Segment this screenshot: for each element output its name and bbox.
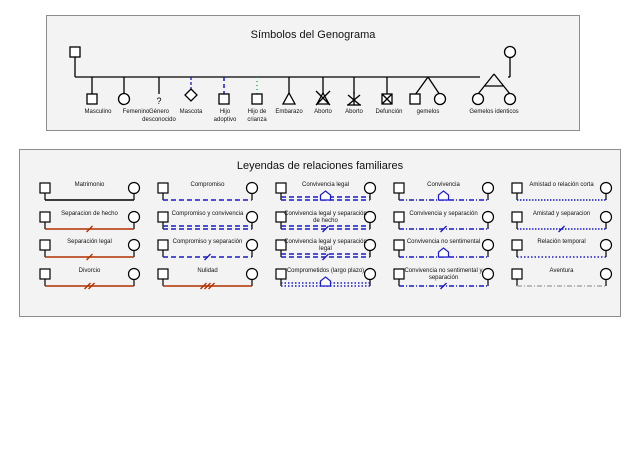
hijo-adoptivo-square-icon xyxy=(218,93,230,105)
identical-twin-left-line xyxy=(477,73,495,95)
separation-slash-mark xyxy=(322,253,329,261)
twin-left-line xyxy=(414,76,429,96)
symbol-label-mascota: Mascota xyxy=(179,109,203,115)
legends-diagram xyxy=(39,181,613,290)
mother-circle-icon xyxy=(503,45,517,59)
cohabitation-house-icon xyxy=(319,190,332,201)
symbol-label-gemelos: gemelos xyxy=(416,109,440,115)
female-circle-icon xyxy=(117,92,131,106)
identical-twin-right-line xyxy=(493,73,511,95)
separation-slash-mark xyxy=(84,282,91,290)
legend-label: Convivencia xyxy=(427,182,460,188)
pregnancy-triangle-icon xyxy=(281,91,297,105)
male-square-icon xyxy=(86,93,98,105)
cohabitation-house-icon xyxy=(437,190,450,201)
separation-slash-mark xyxy=(322,225,329,233)
legend-label: Amistad o relación corta xyxy=(529,182,594,188)
separation-slash-mark xyxy=(558,225,565,233)
legend-label: Divorcio xyxy=(78,268,101,274)
father-square-icon xyxy=(69,46,81,58)
legend-label: Amistad y separacion xyxy=(532,211,591,217)
legend-label: Aventura xyxy=(549,268,574,274)
cohabitation-house-icon xyxy=(437,247,450,258)
genogram-symbols-panel: Símbolos del Genograma ? Masculino Femeni… xyxy=(46,15,580,131)
legend-label: Compromiso xyxy=(190,182,225,188)
symbols-diagram: ? xyxy=(69,45,517,106)
legend-label: Relación temporal xyxy=(537,239,586,245)
cohabitation-house-icon xyxy=(319,276,332,287)
pet-diamond-icon xyxy=(184,88,198,102)
legends-title: Leyendas de relaciones familiares xyxy=(236,160,404,172)
legend-label: Convivencia legal xyxy=(301,182,350,188)
legend-label: Convivencia no sentimental y separación xyxy=(404,268,483,281)
legend-label: Convivencia no sentimental xyxy=(406,239,481,245)
symbol-label-masculino: Masculino xyxy=(84,109,112,115)
relationship-legends-panel: Leyendas de relaciones familiares Matrim… xyxy=(19,149,621,317)
separation-slash-mark xyxy=(88,282,95,290)
twin-circle-icon xyxy=(433,92,447,106)
legend-label: Matrimonio xyxy=(74,182,105,188)
hijo-crianza-square-icon xyxy=(251,93,263,105)
symbol-label-aborto-provocado: Aborto xyxy=(345,109,363,115)
symbol-label-genero: Género desconocido xyxy=(142,109,176,123)
identical-twin-circle-icon xyxy=(471,92,485,106)
separation-slash-mark xyxy=(86,253,93,261)
symbols-title: Símbolos del Genograma xyxy=(250,29,376,41)
legend-label: Comprometidos (largo plazo) xyxy=(286,268,365,274)
symbol-label-gemelos-identicos: Gemelos identicos xyxy=(469,109,519,115)
symbol-label-embarazo: Embarazo xyxy=(275,109,303,115)
miscarriage-cross-line xyxy=(315,90,331,106)
symbol-label-hijo-crianza: Hijo de crianza xyxy=(247,109,267,123)
separation-slash-mark xyxy=(208,282,215,290)
symbol-label-hijo-adoptivo: Hijo adoptivo xyxy=(213,109,237,123)
separation-slash-mark xyxy=(440,225,447,233)
twin-right-line xyxy=(427,76,441,96)
abortion-cross-line xyxy=(347,94,361,106)
separation-slash-mark xyxy=(204,282,211,290)
symbol-label-femenino: Femenino xyxy=(122,109,150,115)
legend-label: Separación legal xyxy=(67,239,112,245)
symbol-label-defuncion: Defunción xyxy=(375,109,403,115)
twin-square-icon xyxy=(409,93,421,105)
death-cross-line xyxy=(381,93,393,105)
legend-label: Compromiso y separación xyxy=(172,239,243,245)
legend-label: Convivencia legal y separación legal xyxy=(284,239,367,252)
separation-slash-mark xyxy=(86,225,93,233)
legend-label: Convivencia y separación xyxy=(409,211,478,217)
legend-label: Compromiso y convivencia xyxy=(171,211,244,217)
legend-label: Separacion de hecho xyxy=(61,211,118,217)
separation-slash-mark xyxy=(204,253,211,261)
symbol-label-aborto-espontaneo: Aborto xyxy=(314,109,332,115)
unknown-gender-question-icon: ? xyxy=(156,96,161,106)
separation-slash-mark xyxy=(200,282,207,290)
legend-label: Convivencia legal y separación de hecho xyxy=(284,211,367,224)
identical-twin-circle-icon xyxy=(503,92,517,106)
legend-label: Nulidad xyxy=(197,268,218,274)
separation-slash-mark xyxy=(440,282,447,290)
